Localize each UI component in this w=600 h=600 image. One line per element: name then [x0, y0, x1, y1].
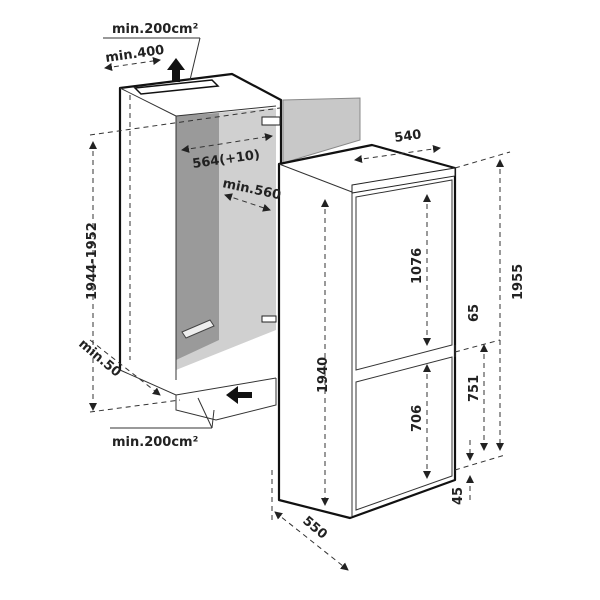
air-out-arrow-icon — [167, 58, 185, 82]
door-panel — [282, 97, 361, 164]
label-lower-section-height: 751 — [467, 375, 482, 402]
bottom-vent — [181, 319, 215, 339]
label-base-height: 45 — [451, 487, 466, 505]
air-in-arrow-icon — [226, 386, 252, 404]
hinge — [261, 116, 281, 126]
label-upper-door-height: 1076 — [410, 248, 425, 284]
label-top-vent-area: min.200cm² — [112, 22, 198, 37]
label-top-vent-width: min.400 — [104, 43, 165, 66]
label-total-height: 1955 — [511, 264, 526, 300]
niche-interior-dark — [176, 113, 219, 360]
dimension-lines — [89, 37, 511, 571]
fridge-appliance — [277, 143, 457, 520]
top-trim — [351, 167, 456, 194]
label-lower-door-height: 706 — [410, 405, 425, 432]
label-appliance-depth: 550 — [299, 514, 329, 543]
hinge-lower — [261, 315, 277, 323]
label-appliance-height: 1940 — [316, 357, 331, 393]
label-bottom-gap: min.50 — [75, 337, 123, 381]
label-bottom-vent-area: min.200cm² — [112, 435, 198, 450]
label-appliance-width: 540 — [393, 127, 422, 146]
upper-door — [355, 179, 453, 371]
niche-cabinet — [118, 72, 361, 421]
top-vent-grille — [133, 79, 220, 95]
label-door-gap: 65 — [467, 304, 482, 322]
label-niche-height: 1944-1952 — [85, 222, 100, 300]
